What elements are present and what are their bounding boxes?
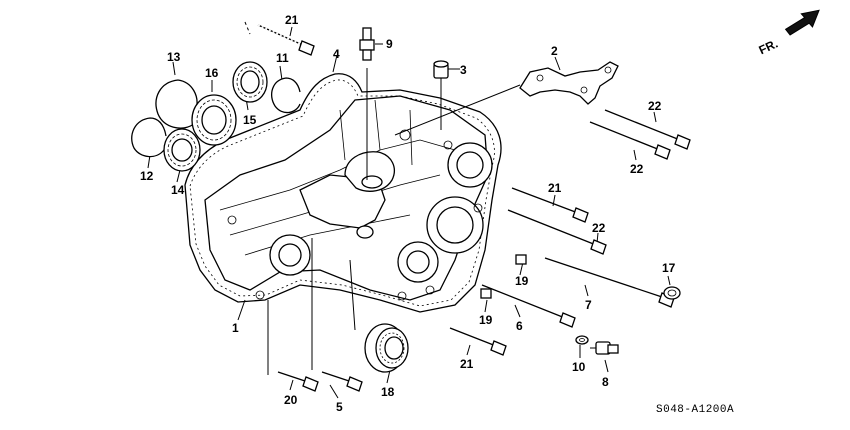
bolt-21-lower: [449, 327, 507, 356]
bearing-14: [163, 128, 201, 172]
callout-1: 1: [232, 321, 239, 335]
bolts-22: [507, 109, 691, 255]
callout-7: 7: [585, 298, 592, 312]
bolt-5: [321, 371, 363, 392]
callout-19b: 19: [479, 313, 493, 327]
callout-17: 17: [662, 261, 676, 275]
callout-4: 4: [333, 47, 340, 61]
plug-3: [433, 60, 449, 79]
snap-ring-13: [155, 79, 198, 129]
callout-18: 18: [381, 385, 395, 399]
transmission-housing: [184, 73, 502, 313]
callout-15: 15: [243, 113, 257, 127]
bolt-6: [481, 284, 576, 328]
snap-ring-11: [271, 77, 301, 114]
snap-ring-12: [131, 117, 167, 158]
bracket-2: [519, 61, 619, 105]
callout-22c: 22: [592, 221, 606, 235]
dowel-19-lower: [480, 288, 492, 299]
direction-label: FR.: [757, 36, 780, 57]
front-direction-arrow-icon: FR.: [757, 9, 820, 57]
bearing-16: [191, 94, 237, 146]
callout-14: 14: [171, 183, 185, 197]
callout-12: 12: [140, 169, 154, 183]
nut-17: [663, 286, 681, 300]
callout-3: 3: [460, 63, 467, 77]
sensor-8: [590, 341, 619, 355]
washer-10: [575, 335, 589, 345]
callout-6: 6: [516, 319, 523, 333]
bolt-20: [277, 371, 319, 392]
callout-labels: 1 2 3 4 5 6 7 8 9 10 11 12 13 14 15 16 1…: [140, 13, 676, 414]
callout-19a: 19: [515, 274, 529, 288]
leader-lines: [147, 26, 671, 399]
callout-5: 5: [336, 400, 343, 414]
bearing-15: [232, 61, 268, 103]
dowel-19-upper: [515, 254, 527, 265]
bolt-7: [544, 257, 675, 308]
callout-11: 11: [276, 51, 289, 65]
callout-20: 20: [284, 393, 298, 407]
callout-9: 9: [386, 37, 393, 51]
bolt-21-top: [244, 21, 315, 56]
oil-seal-18: [364, 323, 409, 373]
diagram-reference-code: S048-A1200A: [656, 404, 734, 416]
callout-22b: 22: [630, 162, 644, 176]
callout-8: 8: [602, 375, 609, 389]
callout-13: 13: [167, 50, 181, 64]
callout-21b: 21: [548, 181, 562, 195]
callout-2: 2: [551, 44, 558, 58]
bolt-21-mid: [511, 187, 589, 223]
callout-10: 10: [572, 360, 586, 374]
callout-21a: 21: [285, 13, 299, 27]
callout-21c: 21: [460, 357, 474, 371]
breather-9: [359, 27, 375, 61]
callout-22a: 22: [648, 99, 662, 113]
callout-16: 16: [205, 66, 219, 80]
